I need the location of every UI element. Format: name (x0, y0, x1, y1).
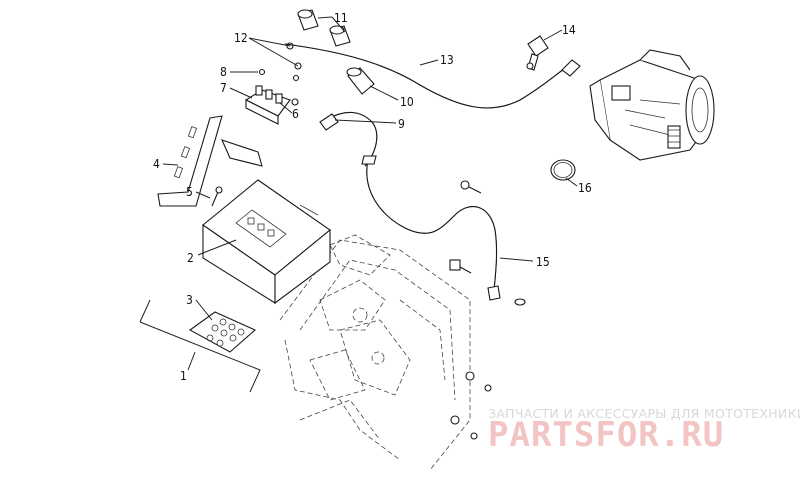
callout-4: 4 (153, 157, 160, 171)
clip-ring[interactable] (550, 159, 576, 181)
hold-down-strap[interactable] (157, 115, 263, 207)
callout-1: 1 (180, 369, 187, 383)
callout-9: 9 (398, 117, 405, 131)
battery[interactable] (202, 179, 331, 305)
battery-label (235, 209, 287, 248)
callout-6: 6 (292, 107, 299, 121)
callout-10: 10 (400, 95, 414, 109)
callout-16: 16 (578, 181, 592, 195)
cable-boot[interactable] (346, 67, 375, 95)
callout-14: 14 (562, 23, 576, 37)
positive-cable[interactable] (284, 43, 581, 109)
callout-13: 13 (440, 53, 454, 67)
bolts[interactable] (449, 180, 526, 440)
starter-boot[interactable] (526, 35, 549, 71)
screw[interactable] (211, 186, 223, 207)
watermark-subtitle: ЗАПЧАСТИ И АКСЕССУАРЫ ДЛЯ МОТОТЕХНИКИ (488, 406, 800, 421)
callout-2: 2 (187, 251, 194, 265)
battery-pad[interactable] (188, 311, 257, 353)
bracket-group-line (139, 299, 261, 393)
watermark: ЗАПЧАСТИ И АКСЕССУАРЫ ДЛЯ МОТОТЕХНИКИ PA… (488, 406, 800, 455)
callout-labels: 1 2 3 4 5 6 7 8 9 10 11 12 13 14 15 16 (153, 11, 592, 383)
callout-5: 5 (186, 185, 193, 199)
ground-cable[interactable] (361, 155, 501, 301)
callout-8: 8 (220, 65, 227, 79)
watermark-brand: PARTSFOR.RU (488, 415, 724, 455)
callout-3: 3 (186, 293, 193, 307)
callout-7: 7 (220, 81, 227, 95)
frame-chassis (279, 234, 471, 471)
terminal-block[interactable] (244, 68, 299, 125)
starter-motor[interactable] (589, 49, 715, 161)
callout-11: 11 (334, 11, 348, 25)
negative-cable[interactable] (319, 111, 378, 167)
leader-lines (162, 16, 578, 371)
callout-12: 12 (234, 31, 248, 45)
callout-15: 15 (536, 255, 550, 269)
